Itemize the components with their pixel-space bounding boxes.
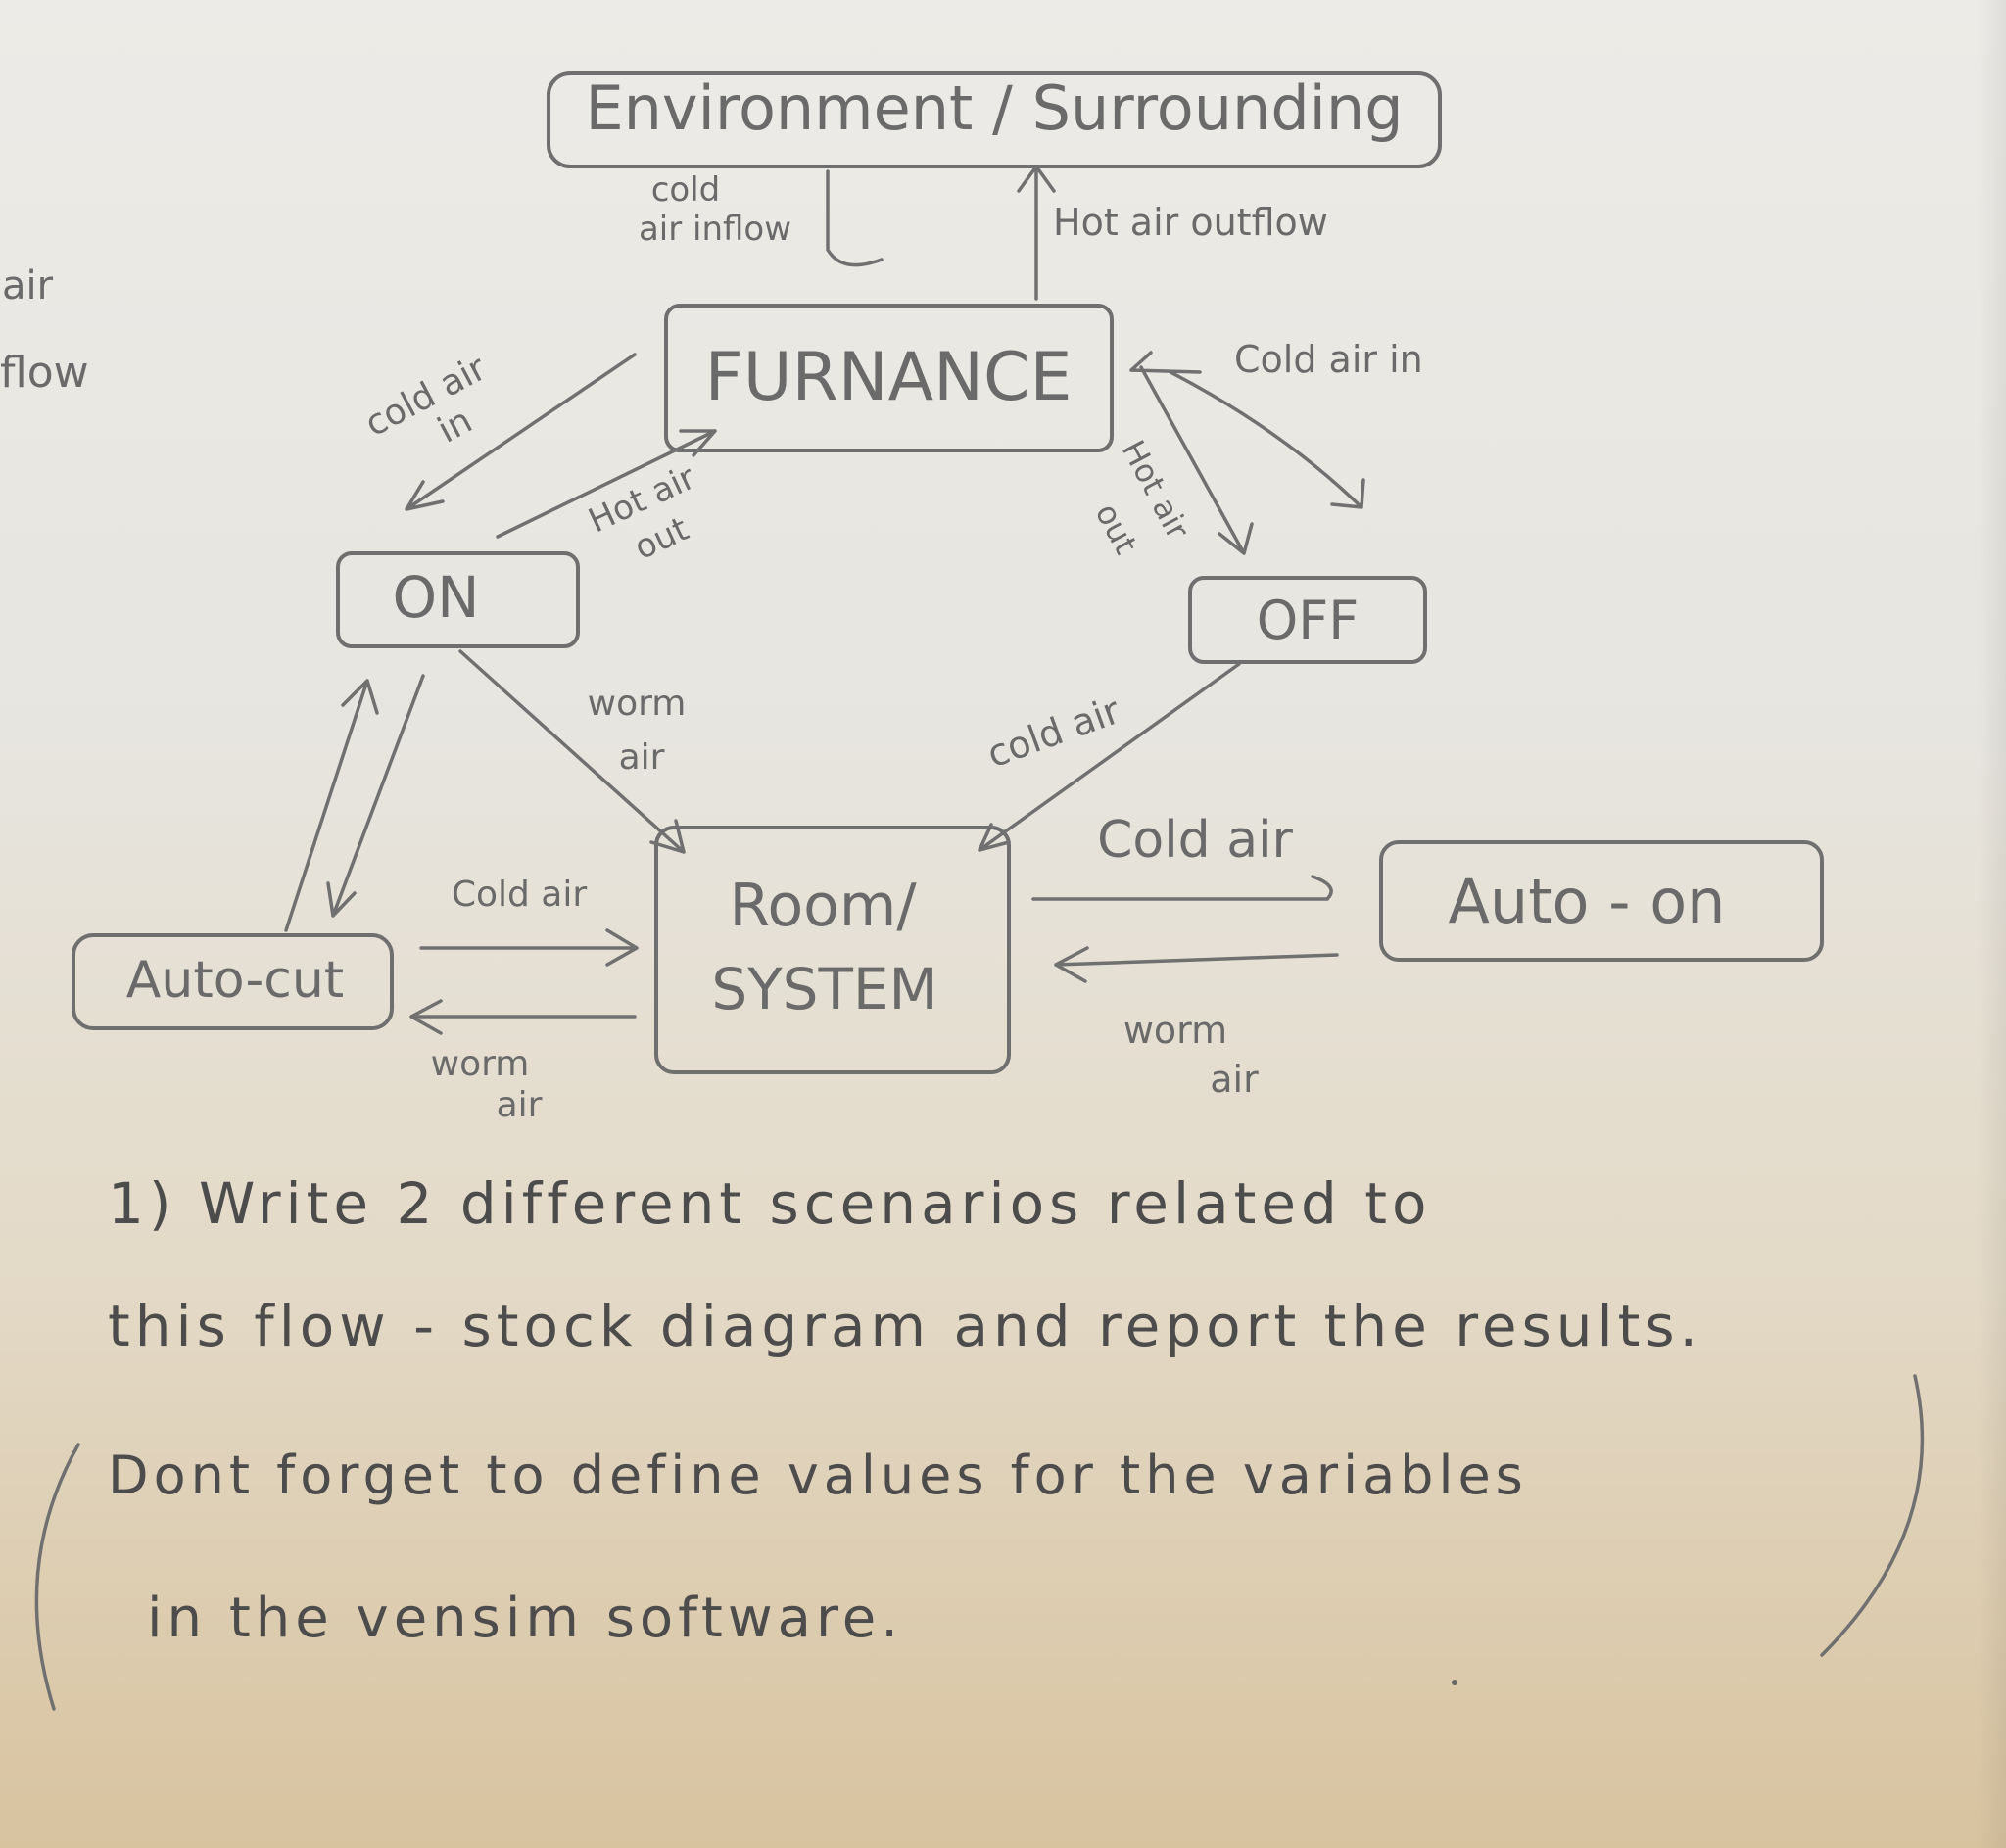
hot-out-left-arrow (496, 429, 717, 539)
question-line-2: this flow - stock diagram and report the… (108, 1293, 1702, 1359)
on-box (336, 551, 580, 648)
cold-air-autocut-arrow (419, 928, 639, 967)
warm-autocut-label-2: air (497, 1085, 543, 1125)
edge-fragment-2: flow (0, 348, 89, 398)
hot-outflow-arrow (1017, 165, 1056, 301)
pencil-dot (1452, 1680, 1457, 1685)
warm-autocut-label-1: worm (431, 1044, 530, 1084)
on-to-auto-cut-arrow (326, 674, 425, 918)
warm-air-on-arrow (458, 649, 686, 854)
cold-in-left-arrow (405, 353, 637, 511)
environment-box (547, 71, 1442, 168)
warm-air-autoon-arrow (1054, 946, 1339, 983)
environment-label: Environment / Surrounding (585, 72, 1403, 144)
hot-outflow-label: Hot air outflow (1053, 201, 1328, 244)
furnace-label: FURNANCE (705, 339, 1073, 416)
cold-in-right-label: Cold air in (1234, 338, 1423, 381)
question-line-3: Dont forget to define values for the var… (108, 1445, 1528, 1506)
cold-inflow-arrow (826, 169, 884, 267)
warm-on-label-1: worm (588, 684, 687, 724)
cold-autocut-label: Cold air (452, 875, 588, 915)
auto-on-box (1379, 840, 1824, 962)
auto-cut-to-on-arrow (284, 679, 379, 932)
room-system-box (654, 826, 1011, 1074)
cold-air-off-arrow (978, 662, 1241, 852)
auto-cut-label: Auto-cut (126, 951, 344, 1010)
auto-on-label: Auto - on (1449, 866, 1726, 937)
furnace-right-arrowhead (1129, 351, 1202, 374)
cold-in-right-arrow (1169, 370, 1365, 509)
question-line-1: 1) Write 2 different scenarios related t… (108, 1170, 1432, 1237)
warm-air-autocut-arrow (409, 999, 637, 1035)
off-label: OFF (1257, 590, 1360, 651)
off-box (1188, 576, 1427, 664)
warm-autoon-label-1: worm (1123, 1009, 1227, 1052)
room-label-line2: SYSTEM (711, 956, 937, 1022)
cold-air-autoon-arrow (1031, 875, 1333, 901)
furnace-box (664, 304, 1114, 452)
question-line-4: in the vensim software. (147, 1587, 904, 1650)
on-label: ON (392, 564, 479, 631)
auto-cut-box (72, 933, 394, 1030)
room-label-line1: Room/ (729, 872, 917, 940)
hot-out-right-arrow (1139, 365, 1254, 555)
left-parenthesis (34, 1443, 80, 1711)
cold-autoon-label: Cold air (1097, 811, 1293, 870)
cold-inflow-label-1: cold (651, 170, 721, 210)
cold-inflow-label-2: air inflow (639, 210, 791, 249)
edge-fragment-1: air (2, 263, 54, 308)
paper-edge-shadow (1977, 0, 2006, 1848)
warm-on-label-2: air (619, 737, 665, 778)
warm-autoon-label-2: air (1210, 1058, 1259, 1101)
right-parenthesis (1820, 1374, 1925, 1657)
